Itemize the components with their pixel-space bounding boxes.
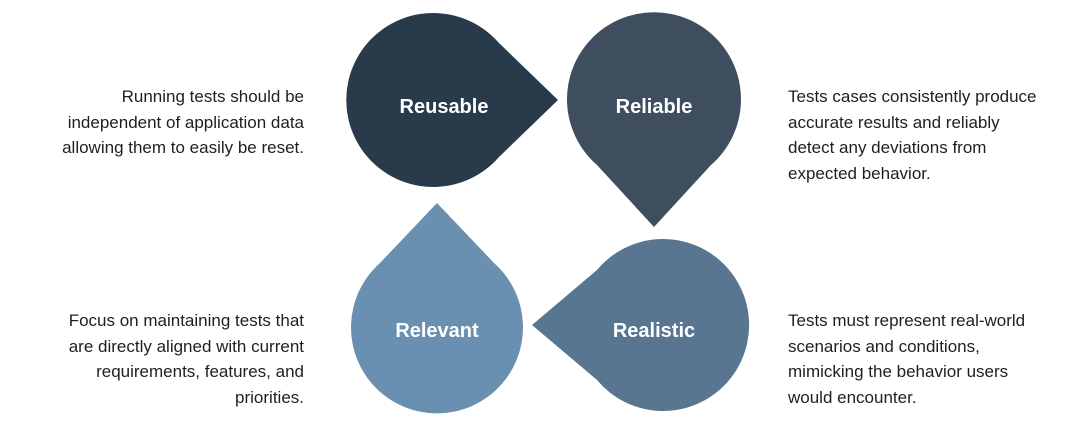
- petal-reliable-label: Reliable: [616, 96, 693, 118]
- reusable-description: Running tests should be independent of a…: [62, 87, 304, 157]
- petal-reliable: Reliable: [567, 12, 741, 227]
- realistic-description: Tests must represent real-world scenario…: [788, 311, 1026, 407]
- petal-relevant-shape: [351, 203, 523, 414]
- petal-realistic: Realistic: [532, 239, 750, 411]
- petal-reusable: Reusable: [346, 12, 558, 187]
- petal-reliable-shape: [567, 12, 741, 227]
- petal-relevant-label: Relevant: [395, 320, 479, 342]
- petal-realistic-label: Realistic: [613, 320, 695, 342]
- relevant-description: Focus on maintaining tests that are dire…: [68, 311, 304, 407]
- reliable-description: Tests cases consistently produce accurat…: [788, 87, 1037, 183]
- petal-reusable-shape: [346, 12, 558, 187]
- petal-relevant: Relevant: [351, 203, 523, 414]
- petal-reusable-label: Reusable: [400, 96, 489, 118]
- petal-realistic-shape: [532, 239, 750, 411]
